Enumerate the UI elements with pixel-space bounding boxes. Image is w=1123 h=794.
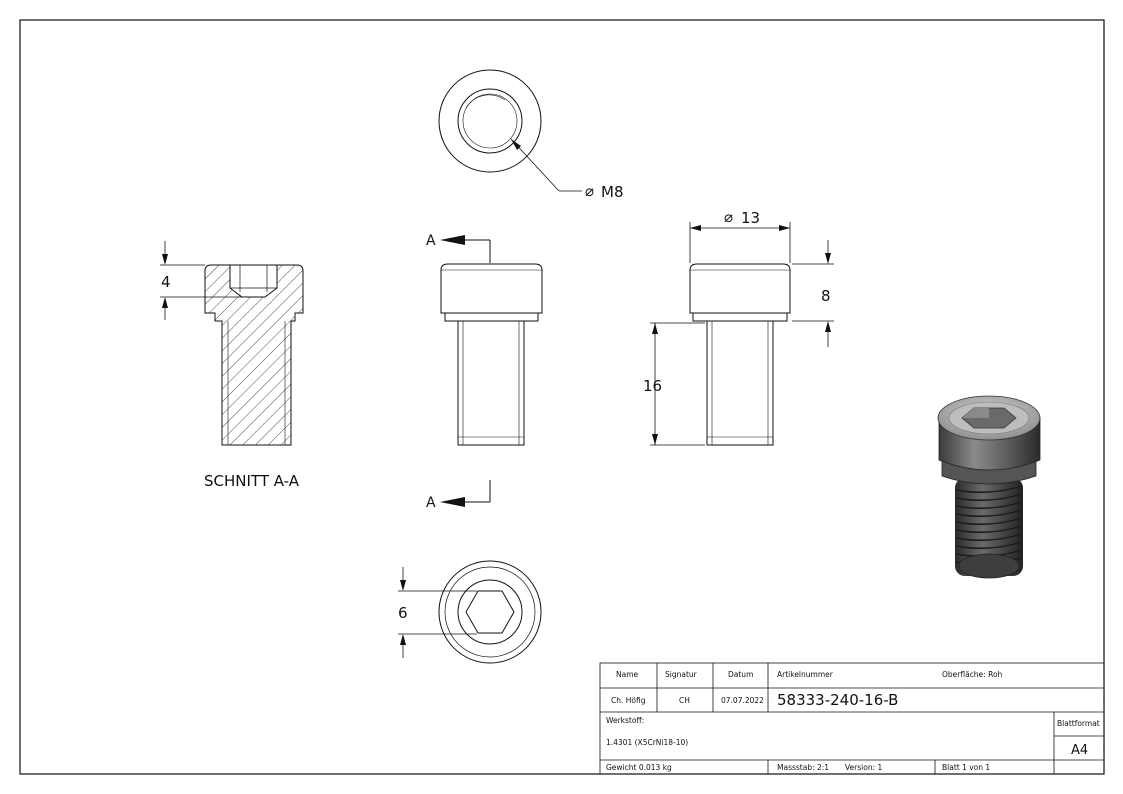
top-view xyxy=(438,69,582,192)
tb-header-datum: Datum xyxy=(728,670,753,679)
screw-3d-render xyxy=(937,395,1041,579)
head-diameter-symbol: ⌀ xyxy=(724,208,733,226)
hex-size-value: 6 xyxy=(398,604,408,622)
tb-blatt: Blatt 1 von 1 xyxy=(942,763,990,772)
tb-werkstoff-value: 1.4301 (X5CrNi18-10) xyxy=(606,738,688,747)
section-view xyxy=(204,264,304,446)
socket-depth-dimension xyxy=(160,241,242,320)
tb-massstab: Massstab: 2:1 xyxy=(777,763,829,772)
tb-gewicht: Gewicht 0.013 kg xyxy=(606,763,672,772)
head-diameter-value: 13 xyxy=(741,209,760,227)
hex-size-dimension xyxy=(398,567,477,658)
front-view xyxy=(440,263,543,446)
tb-blattformat-label: Blattformat xyxy=(1057,719,1100,728)
side-view xyxy=(689,263,791,446)
tb-value-signatur: CH xyxy=(679,696,690,705)
thread-dimension: M8 xyxy=(601,183,624,201)
tb-value-artikelnummer: 58333-240-16-B xyxy=(777,691,898,709)
head-height-value: 8 xyxy=(821,287,831,305)
shaft-length-value: 16 xyxy=(643,377,662,395)
tb-header-name: Name xyxy=(616,670,639,679)
tb-value-datum: 07.07.2022 xyxy=(721,696,764,705)
section-marker-bottom-label: A xyxy=(426,495,436,511)
socket-depth-value: 4 xyxy=(161,273,171,291)
head-diameter-dimension xyxy=(689,222,791,263)
tb-header-oberflaeche: Oberfläche: Roh xyxy=(942,670,1003,679)
section-marker-top xyxy=(440,235,491,263)
thread-dimension-diameter-symbol: ⌀ xyxy=(585,182,594,200)
section-marker-top-label: A xyxy=(426,233,436,249)
tb-version: Version: 1 xyxy=(845,763,882,772)
tb-header-signatur: Signatur xyxy=(665,670,698,679)
tb-blattformat-value: A4 xyxy=(1071,743,1088,758)
tb-value-name: Ch. Höfig xyxy=(611,696,646,705)
section-label: SCHNITT A-A xyxy=(204,472,300,490)
tb-werkstoff-label: Werkstoff: xyxy=(606,716,644,725)
sheet-border xyxy=(19,19,1105,775)
head-height-dimension xyxy=(792,240,834,347)
shaft-length-dimension xyxy=(650,322,705,446)
title-block xyxy=(599,662,1105,775)
section-marker-bottom xyxy=(440,480,491,507)
bottom-view xyxy=(438,560,542,664)
tb-header-artikelnummer: Artikelnummer xyxy=(777,670,834,679)
